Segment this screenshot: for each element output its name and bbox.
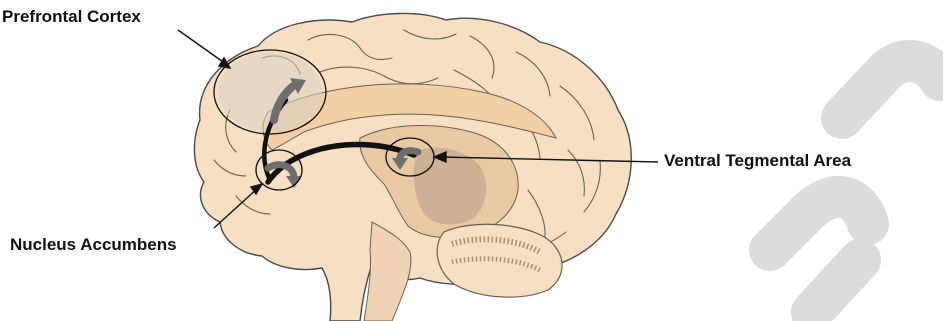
nucleus-accumbens-label: Nucleus Accumbens bbox=[10, 236, 177, 253]
prefrontal-cortex-label: Prefrontal Cortex bbox=[2, 8, 141, 25]
ventral-tegmental-area-label: Ventral Tegmental Area bbox=[664, 152, 851, 169]
watermark bbox=[770, 61, 940, 312]
